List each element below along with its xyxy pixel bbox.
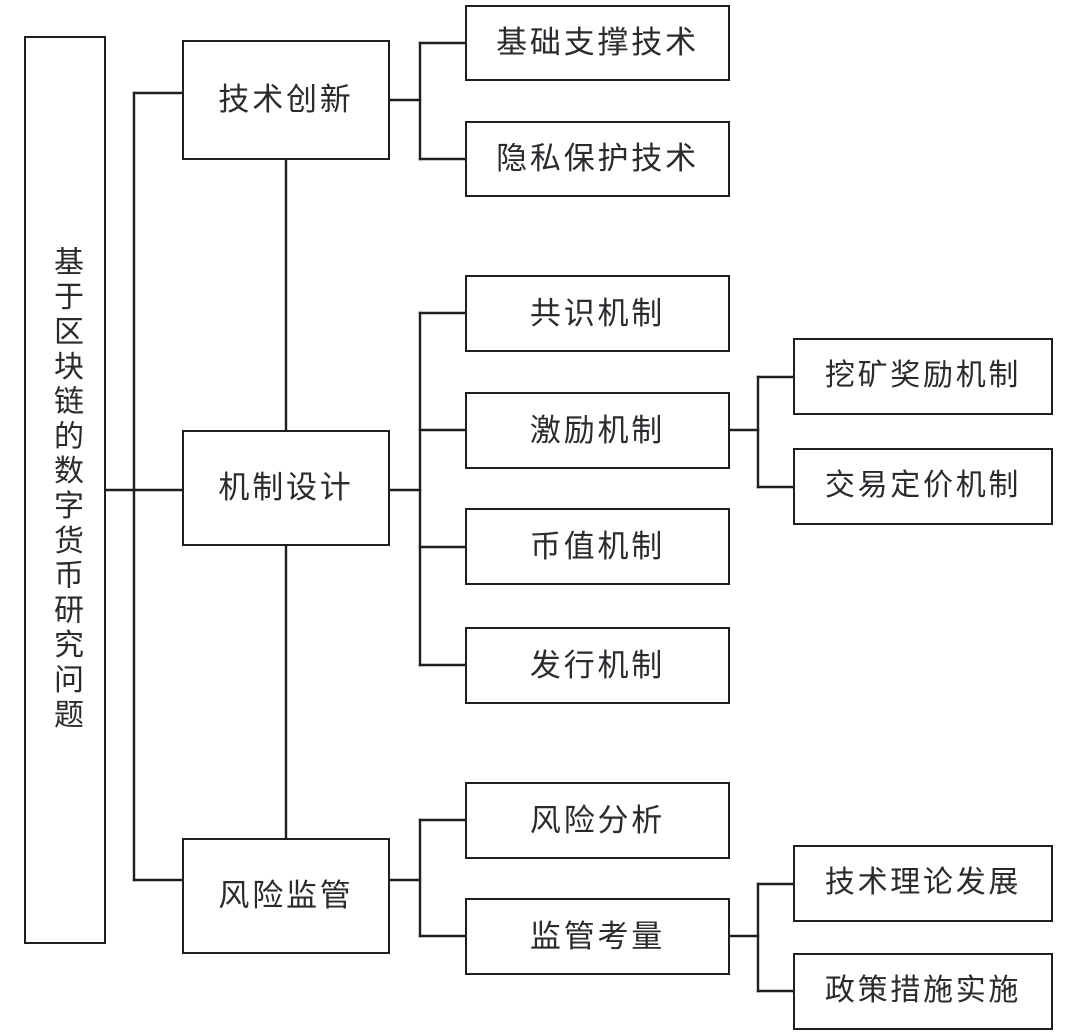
node-risk-analysis-label: 风险分析 bbox=[529, 802, 666, 838]
node-tech-theory-development-label: 技术理论发展 bbox=[824, 866, 1022, 900]
node-transaction-pricing-mechanism-label: 交易定价机制 bbox=[824, 469, 1022, 503]
node-regulatory-consideration[interactable]: 监管考量 bbox=[465, 898, 730, 975]
node-consensus-mechanism-label: 共识机制 bbox=[529, 295, 666, 331]
node-policy-measure-implementation-label: 政策措施实施 bbox=[824, 974, 1022, 1008]
node-risk-analysis[interactable]: 风险分析 bbox=[465, 782, 730, 859]
node-currency-value-mechanism[interactable]: 币值机制 bbox=[465, 508, 730, 585]
node-tech-theory-development[interactable]: 技术理论发展 bbox=[793, 845, 1053, 922]
node-base-support-tech-label: 基础支撑技术 bbox=[496, 25, 699, 61]
node-tech-innovation[interactable]: 技术创新 bbox=[182, 40, 390, 160]
node-risk-regulation-label: 风险监管 bbox=[218, 878, 354, 914]
node-mechanism-design-label: 机制设计 bbox=[218, 470, 354, 506]
node-mining-reward-mechanism-label: 挖矿奖励机制 bbox=[824, 359, 1022, 393]
node-policy-measure-implementation[interactable]: 政策措施实施 bbox=[793, 953, 1053, 1030]
node-risk-regulation[interactable]: 风险监管 bbox=[182, 838, 390, 954]
node-base-support-tech[interactable]: 基础支撑技术 bbox=[465, 5, 730, 81]
node-privacy-protection-tech[interactable]: 隐私保护技术 bbox=[465, 121, 730, 197]
node-root[interactable]: 基于区块链的数字货币研究问题 bbox=[24, 36, 106, 944]
node-issuance-mechanism-label: 发行机制 bbox=[529, 647, 666, 683]
node-root-label: 基于区块链的数字货币研究问题 bbox=[49, 246, 82, 734]
node-transaction-pricing-mechanism[interactable]: 交易定价机制 bbox=[793, 448, 1053, 525]
node-currency-value-mechanism-label: 币值机制 bbox=[529, 528, 666, 564]
node-incentive-mechanism-label: 激励机制 bbox=[529, 412, 666, 448]
node-privacy-protection-tech-label: 隐私保护技术 bbox=[496, 141, 699, 177]
node-tech-innovation-label: 技术创新 bbox=[218, 82, 354, 118]
node-regulatory-consideration-label: 监管考量 bbox=[529, 918, 666, 954]
node-issuance-mechanism[interactable]: 发行机制 bbox=[465, 627, 730, 704]
node-incentive-mechanism[interactable]: 激励机制 bbox=[465, 392, 730, 469]
node-mechanism-design[interactable]: 机制设计 bbox=[182, 430, 390, 546]
node-mining-reward-mechanism[interactable]: 挖矿奖励机制 bbox=[793, 338, 1053, 415]
node-consensus-mechanism[interactable]: 共识机制 bbox=[465, 275, 730, 352]
